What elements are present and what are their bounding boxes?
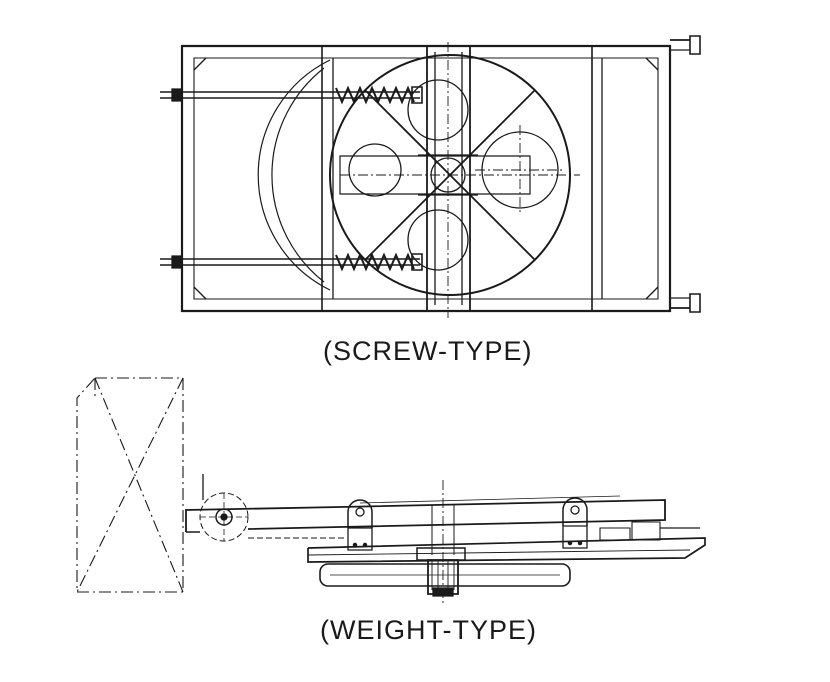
base-beam: [308, 522, 705, 562]
pivot-joint: [200, 474, 248, 541]
turntable-disc: [258, 55, 580, 295]
center-spine: [418, 42, 478, 318]
bracket-right: [563, 498, 587, 548]
screw-rod-upper: [160, 87, 422, 103]
caption-weight-type: (WEIGHT-TYPE): [320, 615, 537, 645]
screw-type-drawing: [160, 36, 700, 318]
lever-arm: [186, 496, 665, 538]
spring-lower: [336, 255, 414, 269]
caption-screw-type: (SCREW-TYPE): [323, 336, 533, 366]
turntable-plate: [320, 564, 570, 586]
outer-frame: [182, 36, 700, 312]
screw-rod-lower: [160, 254, 422, 270]
counterweight-box: [77, 378, 183, 592]
spring-upper: [336, 88, 414, 102]
center-hub: [417, 480, 465, 605]
weight-type-drawing: [77, 378, 705, 605]
